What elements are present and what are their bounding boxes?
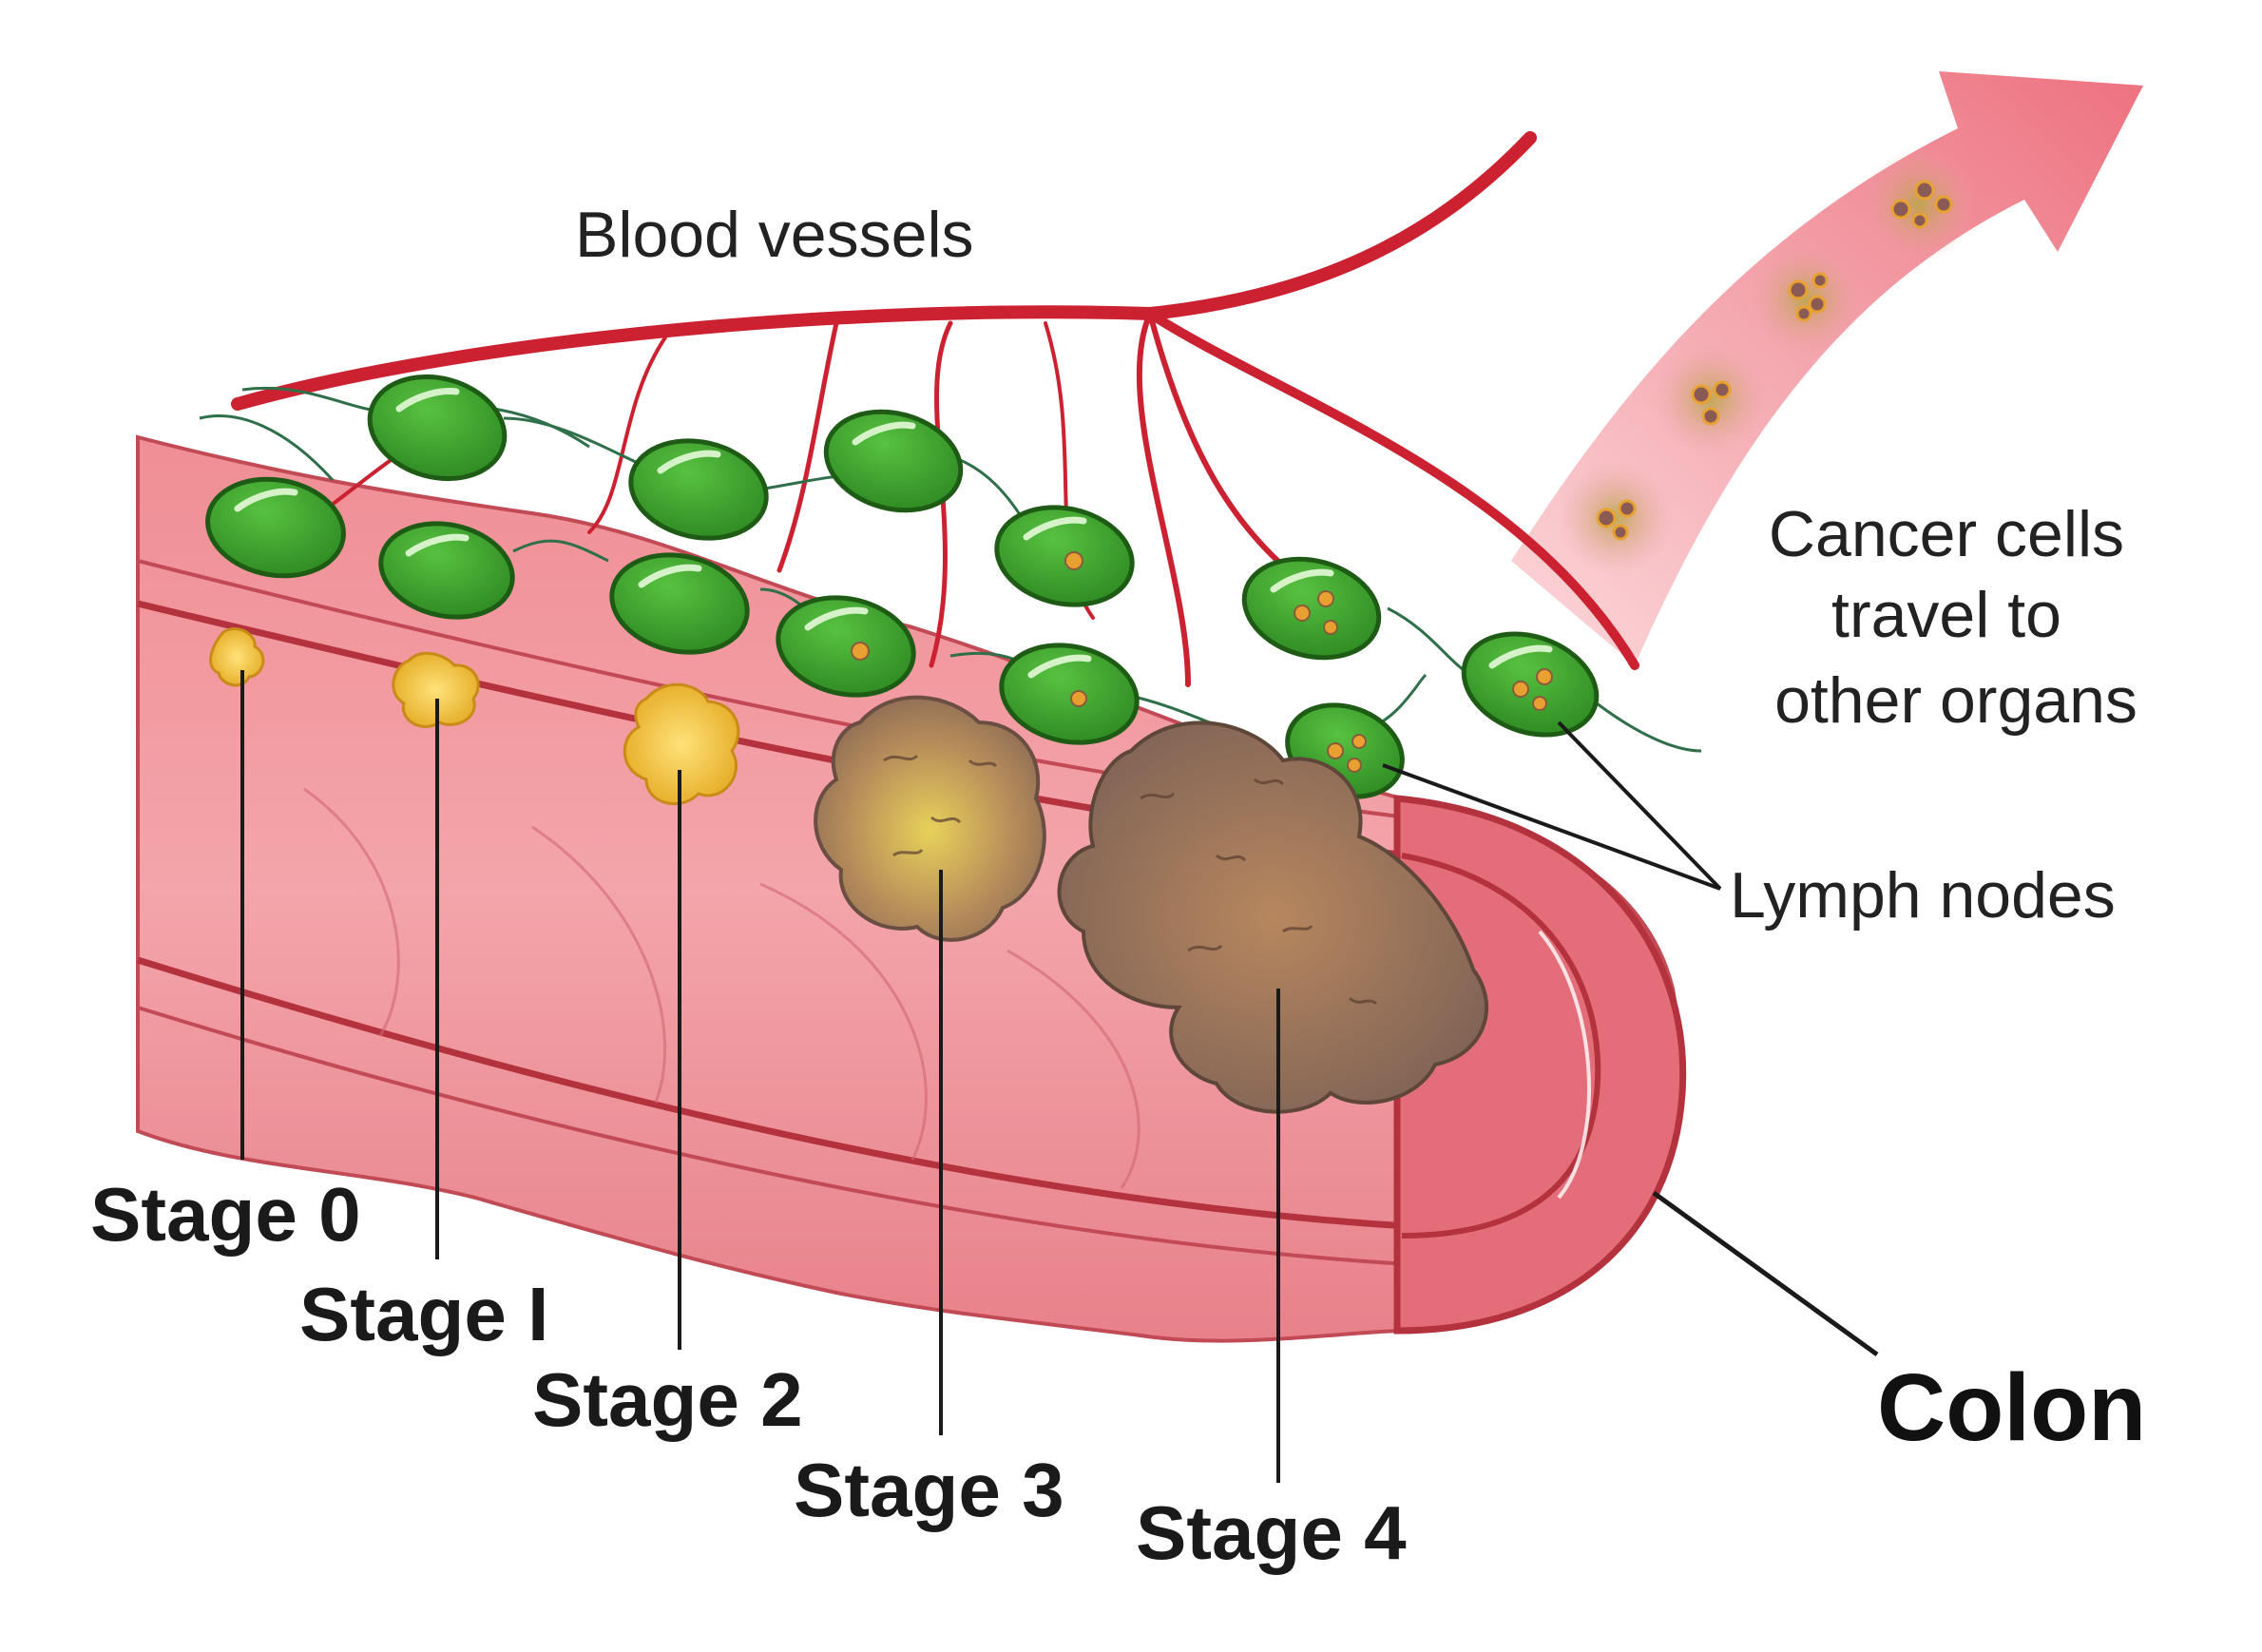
leader-lymph-1 — [1557, 720, 1722, 891]
lymph-node — [1461, 631, 1600, 738]
tumor-stage-2 — [623, 682, 740, 806]
lymph-node — [823, 409, 964, 513]
leader-lymph-2 — [1382, 763, 1721, 891]
label-cancer-cells-line-1: Cancer cells — [1769, 498, 2124, 570]
tumor-stage-0 — [209, 626, 265, 687]
leader-colon — [1652, 1190, 1879, 1357]
label-stage-2: Stage 2 — [532, 1357, 803, 1442]
label-colon: Colon — [1877, 1354, 2146, 1461]
traveling-cell-cluster — [1654, 342, 1768, 456]
tumor-stage-3 — [814, 695, 1046, 942]
tumors — [209, 626, 1489, 1114]
tumor-stage-1 — [392, 651, 480, 728]
metastasis-arrow — [1511, 71, 2143, 665]
label-cancer-cells-line-3: other organs — [1774, 664, 2137, 737]
traveling-cell-cluster — [1749, 242, 1863, 356]
label-stage-1: Stage I — [299, 1272, 548, 1356]
label-stage-0: Stage 0 — [90, 1172, 361, 1257]
label-lymph-nodes: Lymph nodes — [1730, 859, 2116, 932]
lymph-node — [776, 595, 916, 698]
lymph-node — [367, 374, 508, 482]
traveling-cell-cluster — [1863, 147, 1977, 261]
lymph-node — [1241, 556, 1382, 661]
tumor-stage-4 — [1057, 720, 1489, 1114]
label-cancer-cells-line-2: travel to — [1831, 579, 2061, 651]
lymph-node-cluster — [205, 374, 1600, 799]
label-blood-vessels: Blood vessels — [575, 199, 974, 271]
lymph-node — [205, 476, 346, 579]
lymph-node — [628, 438, 769, 541]
lymph-node — [994, 505, 1135, 607]
label-cancer-cells: Cancer cells travel to other organs — [1769, 498, 2137, 737]
lymph-node — [999, 643, 1140, 745]
lymph-node — [609, 552, 750, 655]
lymph-node — [378, 521, 515, 620]
label-stage-4: Stage 4 — [1136, 1490, 1407, 1575]
label-stage-3: Stage 3 — [794, 1448, 1064, 1532]
leader-lines — [240, 670, 1879, 1483]
